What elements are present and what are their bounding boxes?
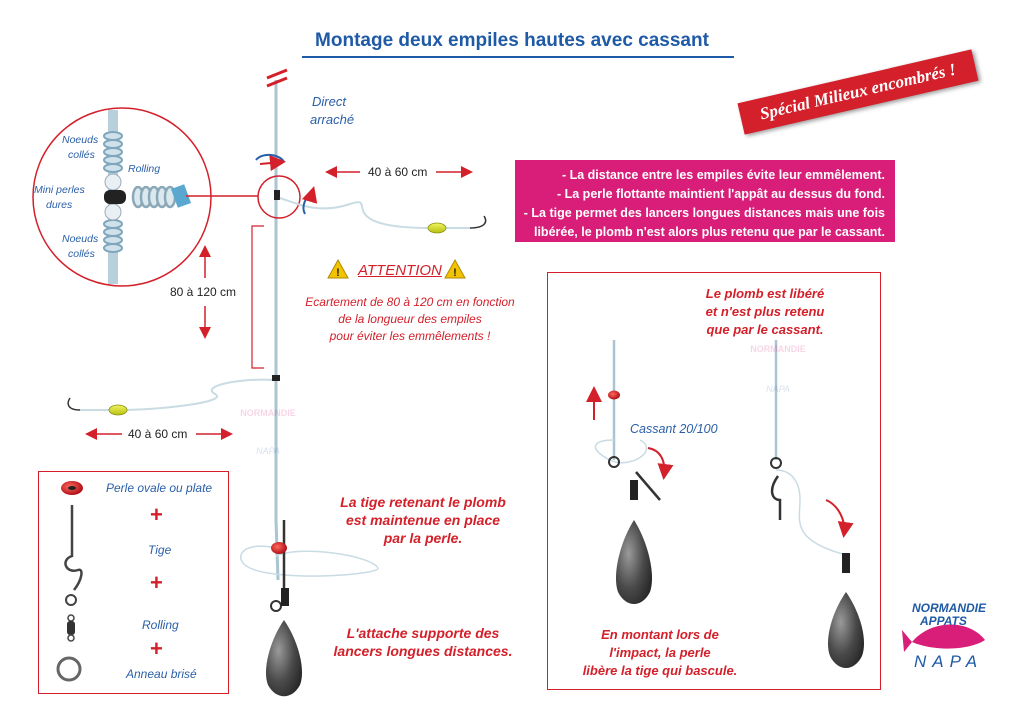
note-line: libère la tige qui bascule. <box>582 663 738 678</box>
note-tige: La tige retenant le plomb est maintenue … <box>318 493 528 547</box>
note-line: par la perle. <box>383 530 463 546</box>
note-line: En montant lors de <box>601 627 719 642</box>
label-dist-vertical: 80 à 120 cm <box>170 285 237 299</box>
note-en-montant: En montant lors de l'impact, la perle li… <box>560 626 760 680</box>
label-noeuds-top-2: collés <box>68 149 95 161</box>
label-rolling-zoom: Rolling <box>128 163 161 175</box>
brand-logo-fish <box>902 624 985 652</box>
info-box: - La distance entre les empiles évite le… <box>515 160 895 242</box>
attention-title: ATTENTION <box>358 262 442 279</box>
legend-plus: + <box>150 502 163 527</box>
legend-anneau: Anneau brisé <box>126 667 197 681</box>
legend-tige: Tige <box>148 543 172 557</box>
info-line: - La perle flottante maintient l'appât a… <box>556 187 885 201</box>
label-cassant: Cassant 20/100 <box>630 422 718 436</box>
attention-line: pour éviter les emmêlements ! <box>329 329 491 343</box>
note-line: l'impact, la perle <box>609 645 711 660</box>
up-arrow-icon <box>301 186 318 215</box>
svg-text:NORMANDIE: NORMANDIE <box>750 344 806 354</box>
legend-box <box>38 471 229 694</box>
dist-vertical-bracket <box>199 225 264 369</box>
note-line: Le plomb est libéré <box>705 286 825 301</box>
legend-rolling: Rolling <box>142 618 179 632</box>
svg-text:!: ! <box>336 267 340 279</box>
note-line: lancers longues distances. <box>333 643 513 659</box>
logo-line3: NAPA <box>914 652 984 671</box>
label-noeuds-bot-1: Noeuds <box>62 233 99 245</box>
legend-rod-icon <box>64 505 83 606</box>
release-box <box>547 272 881 690</box>
svg-text:!: ! <box>453 267 457 279</box>
zoom-circle <box>32 107 258 287</box>
warning-icon: ! <box>444 258 466 279</box>
title-underline <box>302 56 734 58</box>
label-noeuds-bot-2: collés <box>68 248 95 260</box>
info-line: - La distance entre les empiles évite le… <box>561 168 885 182</box>
legend-bead-icon <box>61 481 83 495</box>
label-direct: Direct <box>312 94 346 109</box>
legend-swivel-icon <box>67 614 75 642</box>
logo-line2: APPATS <box>920 614 967 628</box>
svg-text:NAPA: NAPA <box>766 384 790 394</box>
note-line: que par le cassant. <box>706 322 824 337</box>
label-dist-top: 40 à 60 cm <box>368 165 428 179</box>
warning-icon: ! <box>327 258 349 279</box>
center-lead-assembly <box>240 520 379 697</box>
info-line: - La tige permet des lancers longues dis… <box>523 206 885 220</box>
cut-mark-icon <box>266 68 288 88</box>
note-line: La tige retenant le plomb <box>340 494 506 510</box>
logo-line1: NORMANDIE <box>912 601 986 615</box>
attention-text: Ecartement de 80 à 120 cm en fonction de… <box>280 294 540 345</box>
page-title: Montage deux empiles hautes avec cassant <box>315 30 709 51</box>
legend-plus: + <box>150 636 163 661</box>
label-dist-bottom: 40 à 60 cm <box>128 427 188 441</box>
label-mini-perles-1: Mini perles <box>34 184 85 196</box>
note-line: L'attache supporte des <box>346 625 500 641</box>
right-release-after <box>770 340 865 668</box>
zoom-source-circle <box>257 175 301 219</box>
label-arrache: arraché <box>310 112 355 127</box>
label-mini-perles-2: dures <box>46 199 73 211</box>
rotation-arrow-icon <box>255 154 286 172</box>
note-plomb-libere: Le plomb est libéré et n'est plus retenu… <box>660 285 870 339</box>
right-release-before <box>586 340 674 604</box>
info-line: libérée, le plomb n'est alors plus reten… <box>533 225 885 239</box>
watermark-logo: NORMANDIE NAPA NORMANDIE NAPA <box>240 344 806 456</box>
svg-text:NAPA: NAPA <box>256 446 280 456</box>
attention-line: de la longueur des empiles <box>338 312 482 326</box>
attention-line: Ecartement de 80 à 120 cm en fonction <box>305 295 515 309</box>
label-noeuds-top-1: Noeuds <box>62 134 99 146</box>
note-line: est maintenue en place <box>345 512 501 528</box>
legend-perle: Perle ovale ou plate <box>106 481 213 495</box>
note-attache: L'attache supporte des lancers longues d… <box>318 624 528 660</box>
legend-plus: + <box>150 570 163 595</box>
upper-snood <box>274 190 487 234</box>
lower-snood <box>67 375 280 416</box>
legend-split-ring-icon <box>56 656 82 682</box>
svg-text:NORMANDIE: NORMANDIE <box>240 408 296 418</box>
note-line: et n'est plus retenu <box>705 304 825 319</box>
